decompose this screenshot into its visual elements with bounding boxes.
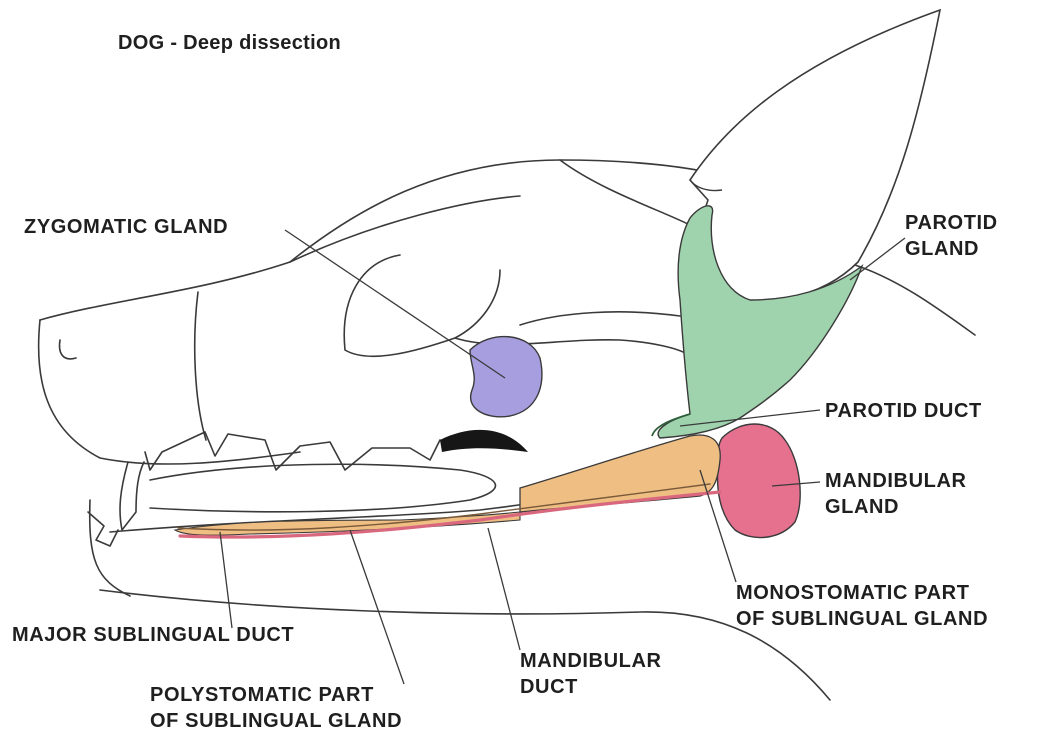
maxilla-suture	[195, 292, 206, 440]
label-monostomatic-part: MONOSTOMATIC PART OF SUBLINGUAL GLAND	[736, 580, 988, 632]
leader-major-sublingual	[220, 532, 232, 628]
leader-zygomatic	[285, 230, 505, 378]
cranial-line	[560, 160, 690, 225]
zygomatic-arch-lower	[520, 312, 680, 325]
incisors	[88, 512, 118, 546]
nasal-bone	[39, 320, 300, 464]
nostril	[60, 340, 76, 359]
label-zygomatic-gland: ZYGOMATIC GLAND	[24, 214, 228, 240]
skull-outline	[40, 160, 740, 320]
tongue-outline	[150, 464, 495, 512]
label-major-sublingual-duct: MAJOR SUBLINGUAL DUCT	[12, 622, 294, 648]
nasopharynx-shadow	[440, 430, 528, 452]
monostomatic-sublingual-shape	[520, 435, 720, 512]
label-parotid-duct: PAROTID DUCT	[825, 398, 982, 424]
lower-lip	[90, 500, 130, 596]
diagram-title: DOG - Deep dissection	[118, 30, 341, 56]
label-mandibular-gland: MANDIBULAR GLAND	[825, 468, 967, 520]
zygomatic-gland-shape	[470, 337, 542, 417]
orbit-outline	[344, 255, 500, 356]
leader-polystomatic	[350, 530, 404, 684]
label-parotid-gland: PAROTID GLAND	[905, 210, 998, 262]
neck-line	[855, 265, 975, 335]
canine-tooth	[120, 462, 144, 530]
label-mandibular-duct: MANDIBULAR DUCT	[520, 648, 662, 700]
mandibular-gland-shape	[718, 424, 801, 538]
leader-mandibular-duct	[488, 528, 520, 650]
forehead-line	[290, 196, 520, 262]
ear	[690, 10, 940, 301]
label-polystomatic-part: POLYSTOMATIC PART OF SUBLINGUAL GLAND	[150, 682, 402, 734]
